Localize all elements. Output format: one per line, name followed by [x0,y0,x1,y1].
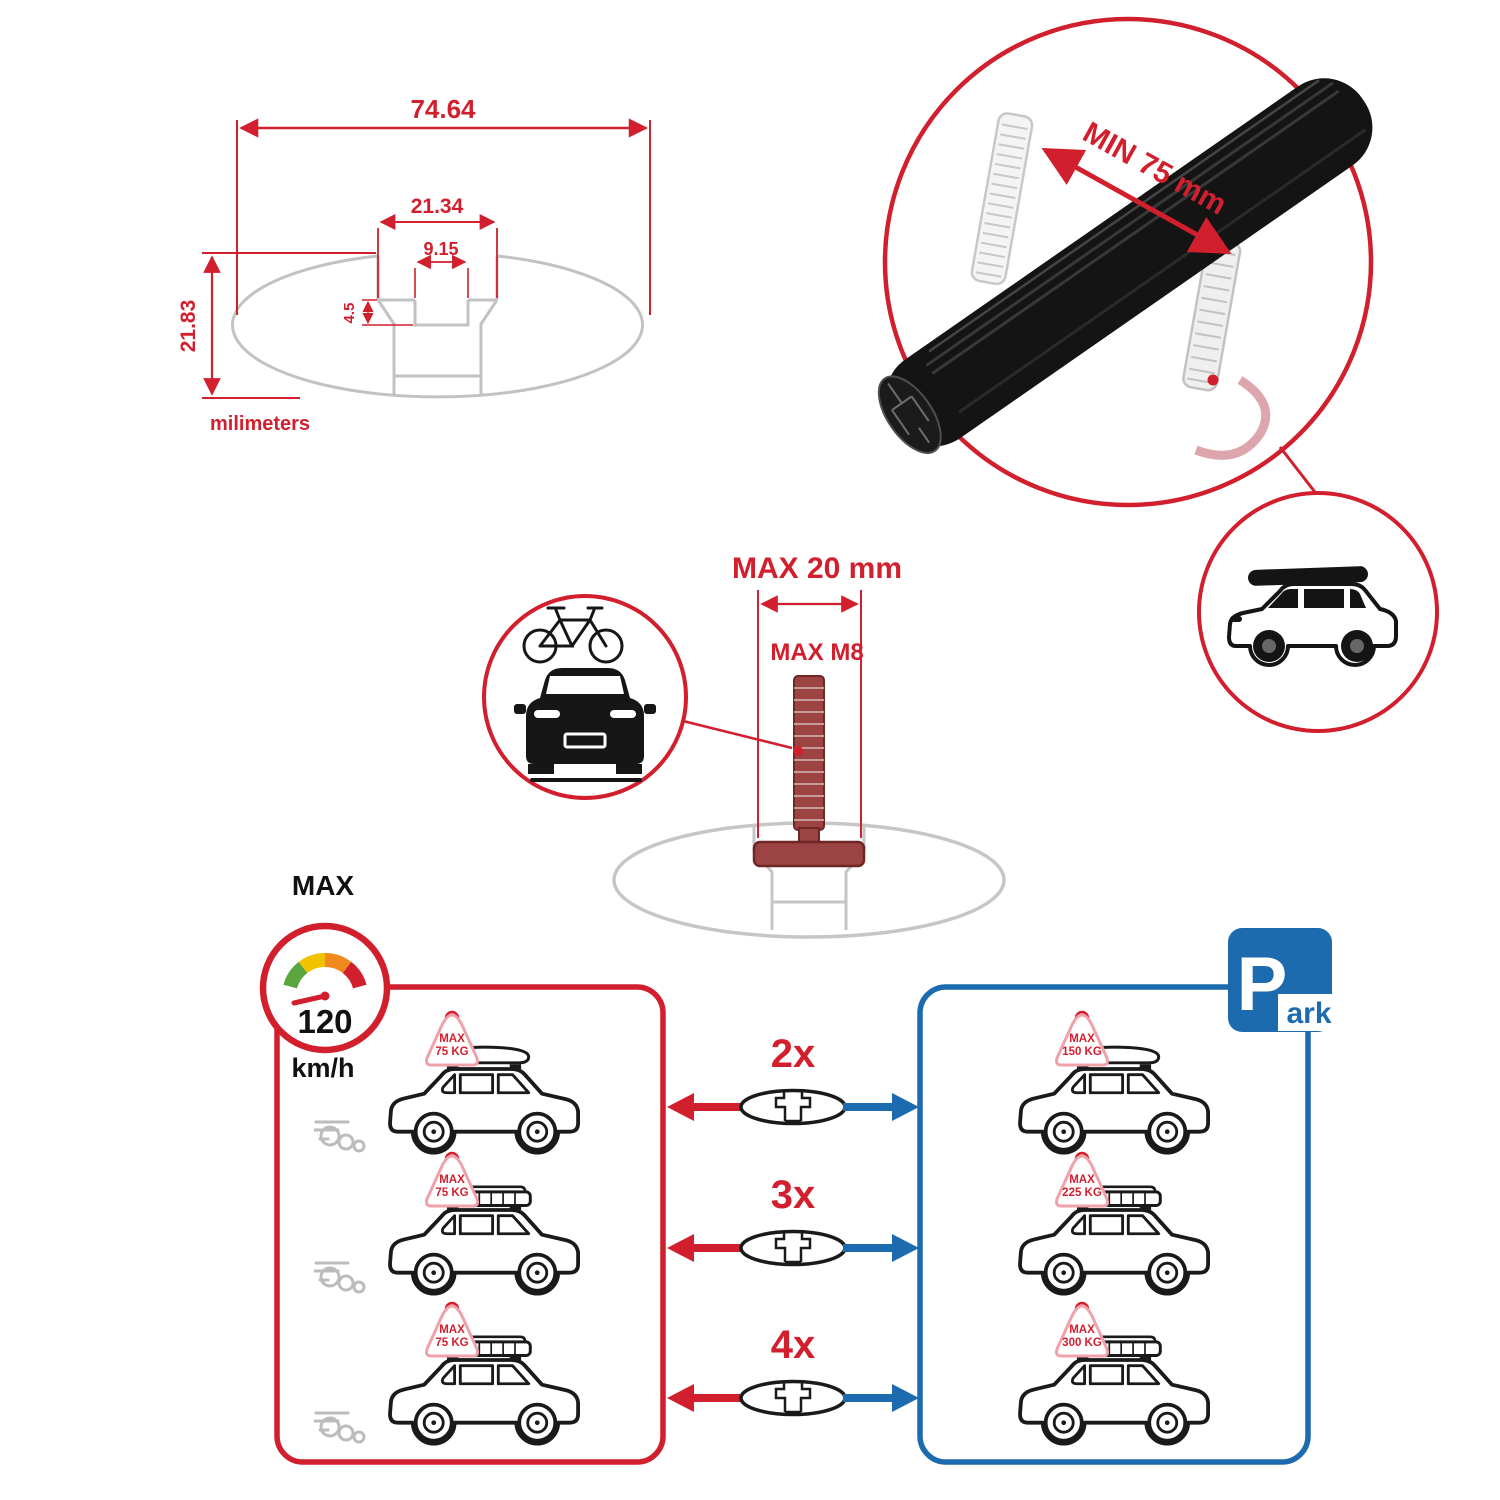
park-sign: P ark [1228,928,1340,1032]
min-span-arrow [1041,147,1232,255]
channel-outer-value: 21.34 [411,195,464,218]
multiplier-label: 3x [771,1173,816,1217]
multiplier-label: 4x [771,1323,816,1367]
capacity-diagram: P ark MAX 75 KG MAX 75 KG MAX 7 [259,870,1340,1465]
left-arrow-shaft [691,1394,743,1402]
channel-inner-value: 9.15 [423,239,458,259]
left-arrow-icon [667,1384,694,1412]
clamp-rod-left [970,112,1034,286]
channel-outer-extension-lines [377,228,498,298]
bolt-width-extension-lines [757,590,862,838]
right-arrow-icon [892,1093,919,1121]
units-label: milimeters [210,413,310,435]
left-arrow-shaft [691,1103,743,1111]
bicycle-icon [522,606,624,664]
t-bolt-icon [752,675,866,868]
left-arrow-icon [667,1234,694,1262]
load-badge-max: MAX [439,1324,465,1336]
driving-car-row: MAX 75 KG [314,1151,581,1296]
bolt-dimension-diagram: MAX 20 mm MAX M8 [482,552,1006,939]
parking-car-row: MAX 150 KG [1018,1010,1211,1155]
crossbar-ellipse-outline [231,254,644,399]
load-badge-weight: 75 KG [435,1337,468,1349]
crossbar-profile-icon [739,1088,847,1126]
gauge-needle [291,993,328,1006]
crossbar-profile-icon [739,1229,847,1267]
parking-car-row: MAX 300 KG [1018,1301,1211,1446]
left-arrow-icon [667,1093,694,1121]
pointer-dot [793,746,803,756]
load-badge-weight: 75 KG [435,1187,468,1199]
pointer-line [682,719,793,750]
load-badge-max: MAX [439,1174,465,1186]
load-badge-max: MAX [1069,1174,1095,1186]
speed-limit-gauge: MAX 120 km/h [259,870,391,1083]
crossbar-count-row: 4x [667,1323,919,1417]
parking-car-row: MAX 225 KG [1018,1151,1211,1296]
right-arrow-shaft [843,1103,895,1111]
profile-dimension-drawing: 74.64 21.34 9.15 4.5 21.83 milimeters [177,94,651,435]
channel-inner-extension-lines [414,268,469,298]
crossbar-count-row: 2x [667,1032,919,1126]
right-arrow-shaft [843,1244,895,1252]
fixing-point-dot [1207,374,1219,386]
total-width-value: 74.64 [410,94,476,124]
clamp-strap [1194,376,1271,460]
load-badge-weight: 150 KG [1062,1046,1102,1058]
park-sign-chip [1278,994,1340,1031]
multiplier-label: 2x [771,1032,816,1076]
crossbar-detail: MIN 75 mm [877,16,1439,733]
right-arrow-shaft [843,1394,895,1402]
driving-car-row: MAX 75 KG [314,1301,581,1446]
load-badge-max: MAX [1069,1033,1095,1045]
crossbar-3d [877,78,1373,454]
speed-max-label: MAX [292,870,355,901]
channel-depth-value: 4.5 [341,303,358,324]
load-badge-weight: 225 KG [1062,1187,1102,1199]
total-width-extension-lines [236,120,651,315]
total-height-value: 21.83 [177,300,200,353]
right-arrow-icon [892,1384,919,1412]
roofbox-icon [1248,566,1368,586]
driving-car-row: MAX 75 KG [314,1010,581,1155]
total-height-extension-lines [202,252,376,399]
crossbar-count-row: 3x [667,1173,919,1267]
speed-unit: km/h [291,1053,354,1083]
gauge-arcs [283,952,367,1006]
speedometer-icon [259,922,391,1054]
left-arrow-shaft [691,1244,743,1252]
speed-value: 120 [297,1003,352,1040]
crossbar-end-face [877,375,942,454]
bolt-max-thread-label: MAX M8 [770,639,863,666]
car-front-icon [514,668,656,774]
load-badge-weight: 300 KG [1062,1337,1102,1349]
load-badge-weight: 75 KG [435,1046,468,1058]
circle-connector-line [1278,446,1320,497]
detail-circle [882,16,1374,508]
crossbar-profile-icon [739,1379,847,1417]
suv-with-roofbox-icon [1227,566,1398,667]
park-sign-ark: ark [1286,997,1331,1030]
right-arrow-icon [892,1234,919,1262]
channel-depth-extension-lines [362,299,413,326]
bolt-max-width-label: MAX 20 mm [732,552,902,585]
load-badge-max: MAX [1069,1324,1095,1336]
load-badge-max: MAX [439,1033,465,1045]
